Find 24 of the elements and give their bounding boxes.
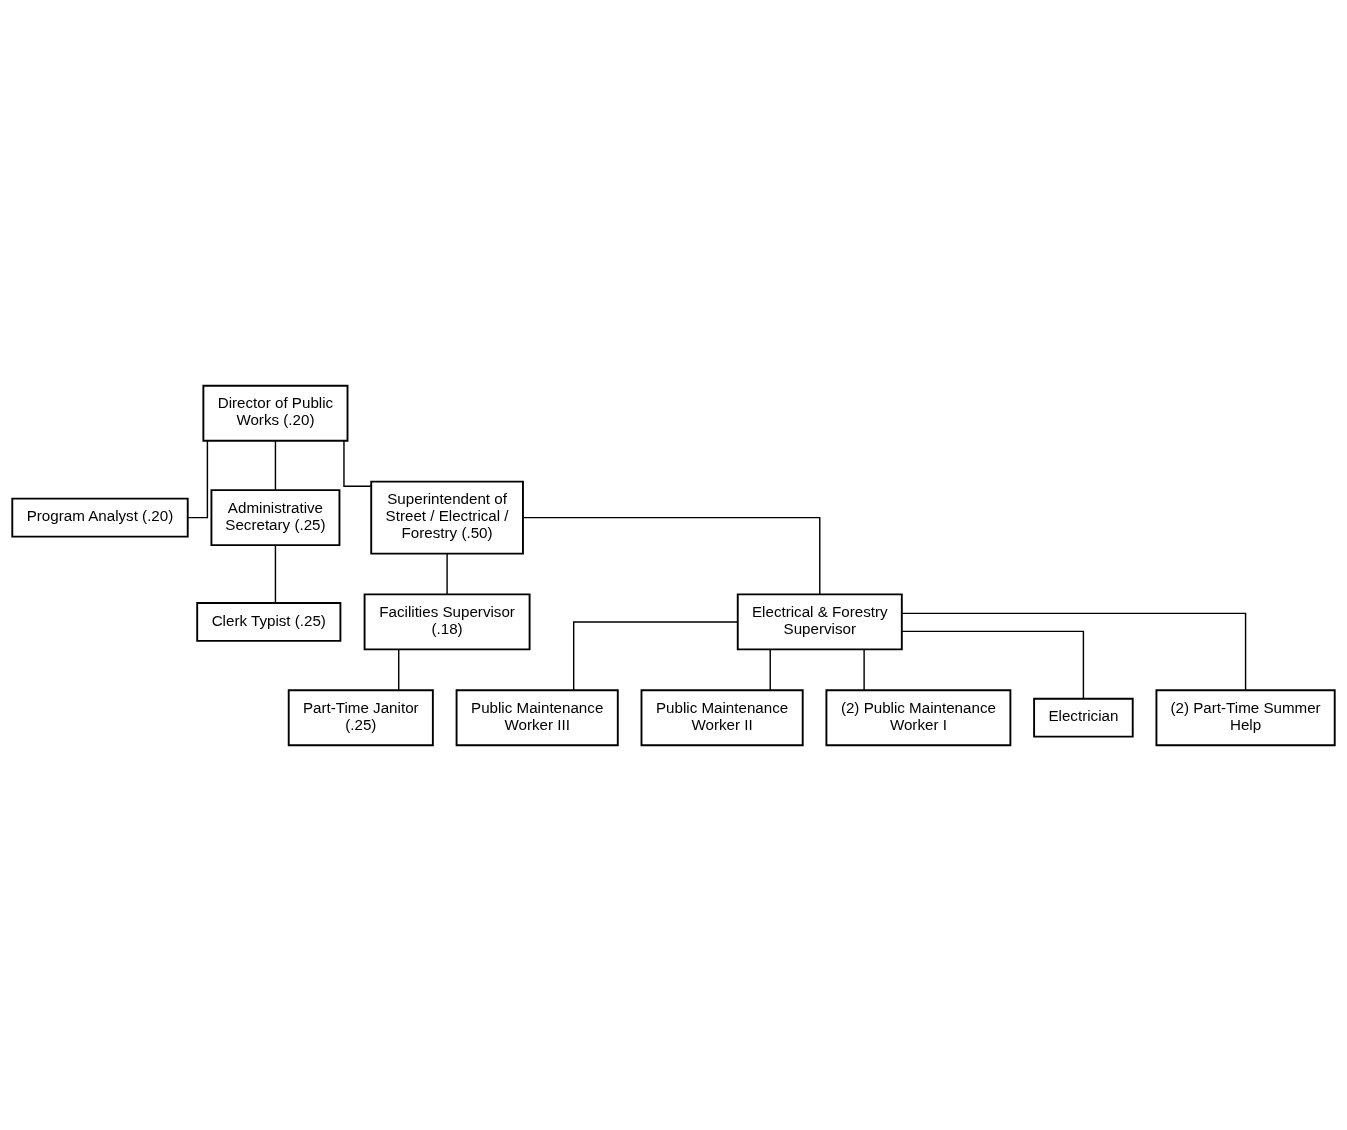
node-box: (2) Part-Time Summer Help — [1155, 688, 1336, 746]
node-box: Electrical & Forestry Supervisor — [736, 592, 903, 650]
node-box: Part-Time Janitor (.25) — [287, 688, 434, 746]
node-box: (2) Public Maintenance Worker I — [825, 688, 1012, 746]
connector — [769, 648, 771, 691]
connector — [446, 552, 448, 595]
node-box: Facilities Supervisor (.18) — [363, 592, 531, 650]
connector — [522, 516, 821, 595]
node-box: Program Analyst (.20) — [11, 497, 189, 538]
connector — [274, 439, 277, 490]
connector — [343, 439, 372, 487]
connector — [398, 648, 400, 691]
node-box: Electrician — [1033, 697, 1134, 738]
connector — [274, 544, 277, 603]
connector — [573, 620, 739, 691]
node-box: Administrative Secretary (.25) — [210, 488, 341, 546]
connector — [901, 612, 1247, 691]
connector — [863, 648, 865, 691]
node-box: Public Maintenance Worker II — [640, 688, 804, 746]
node-box: Superintendent of Street / Electrical / Forestry (.50) — [370, 480, 524, 555]
node-box: Public Maintenance Worker III — [455, 688, 619, 746]
node-box: Clerk Typist (.25) — [196, 601, 342, 642]
node-box: Director of Public Works (.20) — [202, 384, 349, 442]
connector — [901, 630, 1085, 699]
